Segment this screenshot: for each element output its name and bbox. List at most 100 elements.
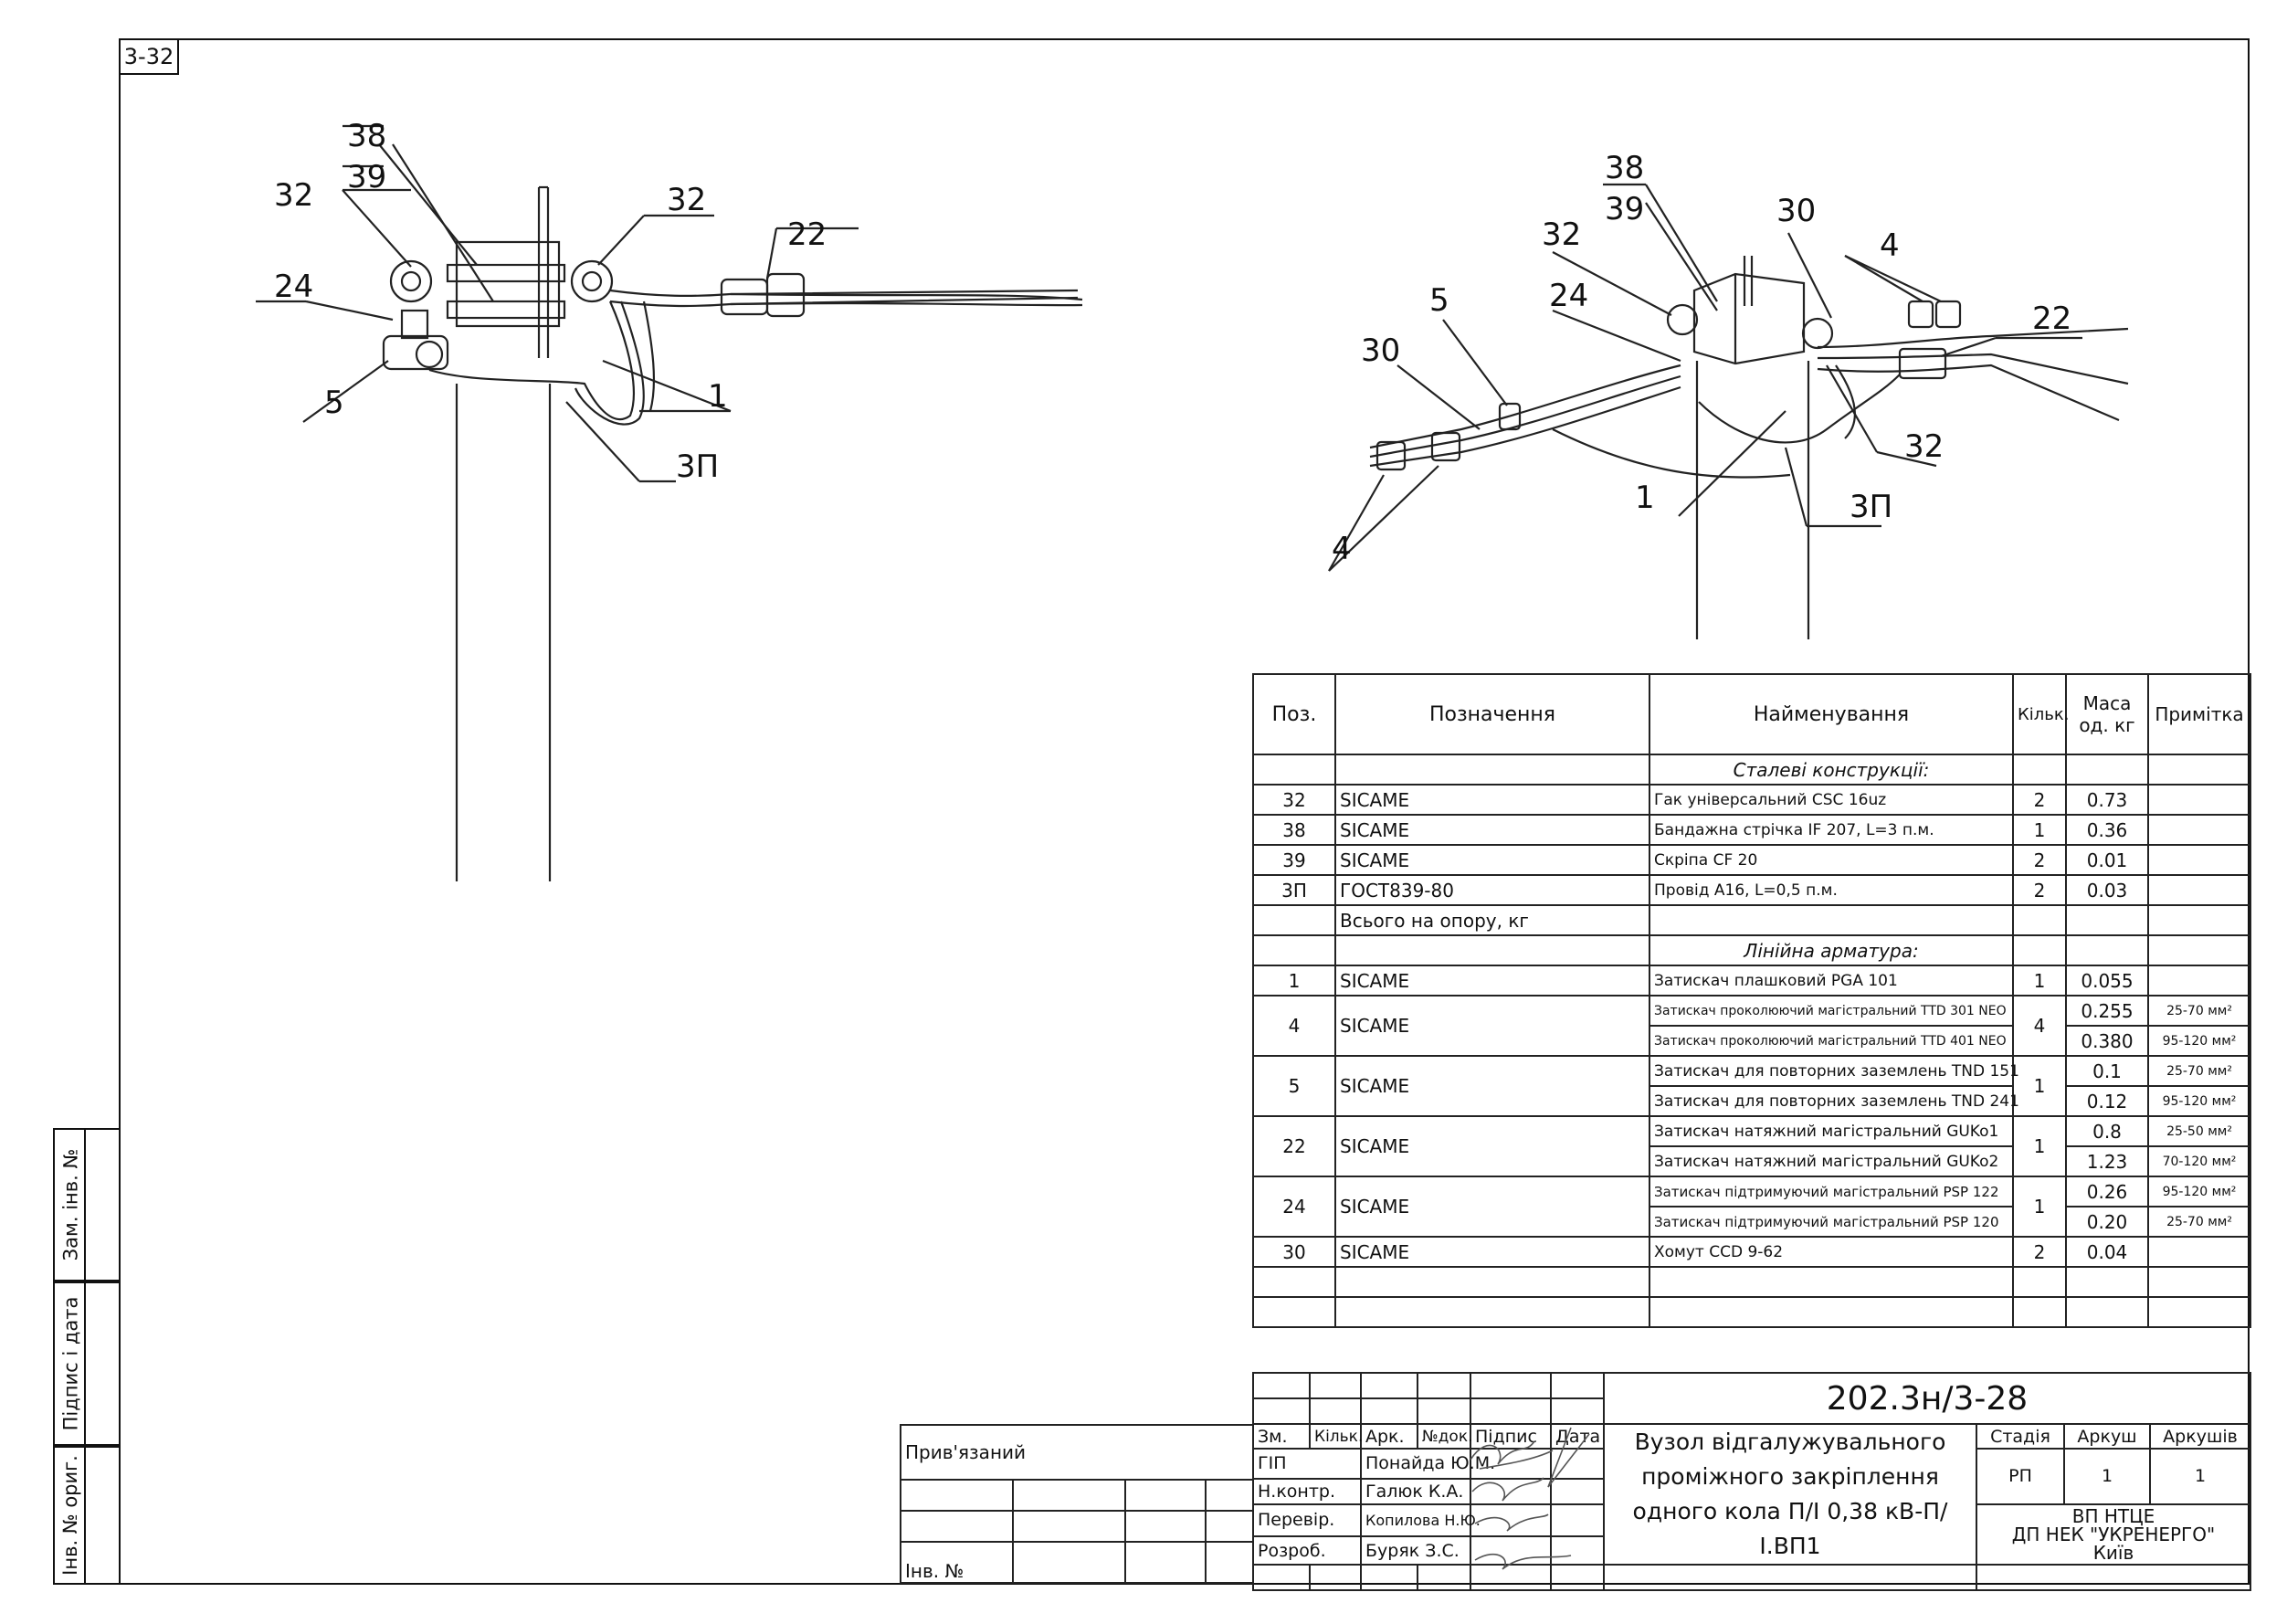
spec-designation: SICAME [1334,1055,1650,1117]
spec-total-row: Всього на опору, кг [1252,904,2251,936]
spec-header-name: Найменування [1649,673,2014,755]
spec-qty: 1 [2012,814,2067,846]
spec-mass: 0.380 [2065,1025,2149,1057]
spec-mass: 0.055 [2065,965,2149,997]
replaced-inv-box: Зам. інв. № [53,1128,119,1281]
spec-mass: 1.23 [2065,1145,2149,1177]
spec-mass: 0.255 [2065,995,2149,1027]
spec-pos: 30 [1252,1236,1336,1268]
spec-mass: 0.1 [2065,1055,2149,1087]
left-label-24: 24 [274,269,313,305]
spec-section-row: Лінійна арматура: [1252,934,2251,966]
spec-empty-row [1252,1266,2251,1298]
spec-pos: 22 [1252,1115,1336,1177]
spec-qty: 2 [2012,874,2067,906]
left-label-32-b: 32 [667,182,706,218]
spec-note [2147,1236,2251,1268]
spec-header-pos: Поз. [1252,673,1336,755]
spec-section-row: Сталеві конструкції: [1252,754,2251,786]
spec-header-note: Примітка [2147,673,2251,755]
spec-qty: 1 [2012,1176,2067,1238]
spec-row: 1 SICAME Затискач плашковий PGA 101 1 0.… [1252,965,2251,997]
sheet-value: 1 [2063,1448,2151,1505]
right-label-4-b: 4 [1332,531,1352,567]
spec-name: Затискач плашковий PGA 101 [1649,965,2014,997]
spec-mass: 0.04 [2065,1236,2149,1268]
role-gip: ГІП [1252,1448,1362,1480]
spec-row: Затискач для повторних заземлень TND 241… [1253,1085,2251,1117]
spec-name: Гак універсальний CSC 16uz [1649,784,2014,816]
spec-designation: SICAME [1334,965,1650,997]
spec-pos: 32 [1252,784,1336,816]
spec-designation: SICAME [1334,995,1650,1057]
sheet-code: 3-32 [119,38,179,75]
spec-qty: 1 [2012,1055,2067,1117]
spec-row: 4 SICAME Затискач проколюючий магістраль… [1252,995,2251,1057]
name-gip: Понайда Ю.М. [1360,1448,1495,1480]
left-label-3p: 3П [676,448,719,485]
right-label-30-a: 30 [1776,193,1816,229]
sheets-value: 1 [2149,1448,2251,1505]
spec-name: Бандажна стрічка IF 207, L=3 п.м. [1649,814,2014,846]
spec-row: Затискач натяжний магістральний GUKo2 1.… [1253,1145,2251,1177]
inv-label: Інв. № [900,1541,1014,1584]
spec-note [2147,784,2251,816]
organization: ВП НТЦЕ ДП НЕК "УКРЕНЕРГО" Київ [1976,1503,2251,1566]
spec-mass: 0.20 [2065,1206,2149,1238]
spec-row: 38 SICAME Бандажна стрічка IF 207, L=3 п… [1252,814,2251,846]
signatures [1470,1427,1590,1570]
linked-label: Прив'язаний [899,1424,1255,1481]
spec-designation: SICAME [1334,1236,1650,1268]
spec-designation: SICAME [1334,1115,1650,1177]
left-label-5: 5 [324,385,344,421]
name-nkontr: Галюк К.А. [1360,1477,1471,1505]
total-label: Всього на опору, кг [1334,904,1650,936]
spec-pos: 1 [1252,965,1336,997]
right-label-22: 22 [2032,301,2071,337]
spec-designation: SICAME [1334,814,1650,846]
section-steel: Сталеві конструкції: [1649,754,2014,786]
spec-row: 3П ГОСТ839-80 Провід А16, L=0,5 п.м. 2 0… [1252,874,2251,906]
spec-header-mass: Маса од. кг [2065,673,2149,755]
right-label-32-b: 32 [1904,428,1944,465]
spec-mass: 0.12 [2065,1085,2149,1117]
spec-name: Хомут CCD 9-62 [1649,1236,2014,1268]
org-line-2: ДП НЕК "УКРЕНЕРГО" [2011,1523,2216,1545]
spec-name: Затискач проколюючий магістральний TTD 3… [1649,995,2014,1027]
right-label-5: 5 [1429,282,1449,319]
sheets-label: Аркушів [2149,1423,2251,1450]
drawing-title: Вузол відгалужувального проміжного закрі… [1603,1423,1977,1566]
spec-designation: SICAME [1334,1176,1650,1238]
col-change: Зм. [1252,1423,1311,1450]
drawing-title-line-2: проміжного закріплення [1641,1463,1939,1490]
spec-qty: 1 [2012,965,2067,997]
left-label-22: 22 [787,216,827,253]
spec-row: 32 SICAME Гак універсальний CSC 16uz 2 0… [1252,784,2251,816]
spec-name: Затискач для повторних заземлень TND 241 [1649,1085,2019,1117]
org-line-1: ВП НТЦЕ [2071,1504,2155,1527]
drawing-title-line-1: Вузол відгалужувального [1634,1429,1946,1455]
specification-table: Поз. Позначення Найменування Кільк. Маса… [1252,673,2251,1328]
spec-note [2147,814,2251,846]
spec-pos: 24 [1252,1176,1336,1238]
spec-note: 25-50 мм² [2147,1115,2251,1147]
spec-note: 95-120 мм² [2147,1085,2251,1117]
spec-name: Затискач підтримуючий магістральний PSP … [1649,1206,2014,1238]
spec-designation: SICAME [1334,784,1650,816]
section-hardware: Лінійна арматура: [1649,934,2014,966]
right-label-38: 38 [1605,150,1644,186]
col-sheet: Арк. [1360,1423,1418,1450]
right-label-32-a: 32 [1542,216,1581,253]
spec-header-row: Поз. Позначення Найменування Кільк. Маса… [1252,673,2251,755]
left-label-32-a: 32 [274,177,313,214]
spec-row: 30 SICAME Хомут CCD 9-62 2 0.04 [1252,1236,2251,1268]
org-line-3: Київ [2092,1541,2134,1564]
spec-note: 25-70 мм² [2147,1206,2251,1238]
title-block: 202.3н/3-28 Зм. Кільк. Арк. №док. Підпис… [1252,1372,2251,1591]
right-label-24: 24 [1549,278,1588,314]
spec-mass: 0.73 [2065,784,2149,816]
right-view [1328,183,2129,639]
right-label-1: 1 [1635,480,1655,516]
spec-row: 22 SICAME Затискач натяжний магістральни… [1252,1115,2251,1177]
spec-mass: 0.36 [2065,814,2149,846]
